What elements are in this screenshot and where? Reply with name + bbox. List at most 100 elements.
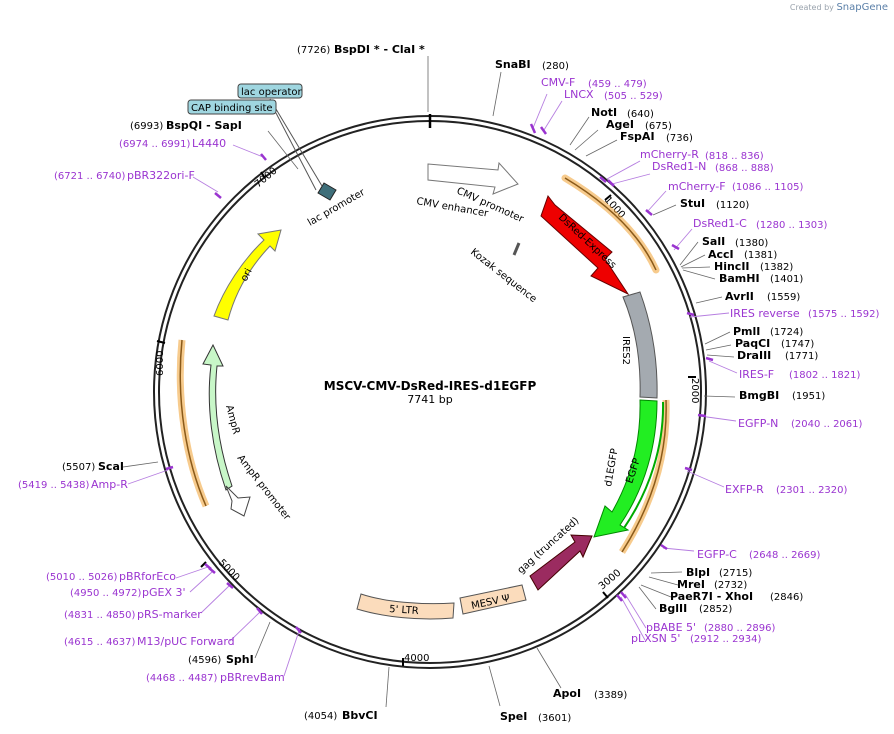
enzyme-name-mrei: MreI <box>677 578 705 591</box>
leader-lines <box>122 56 736 708</box>
enzyme-pos-apoi: (3389) <box>594 690 627 701</box>
enzyme-name-bspqi-sapi: BspQI - SapI <box>166 119 242 132</box>
d1egfp-label: d1EGFP <box>603 448 621 488</box>
primer-mark <box>684 466 693 472</box>
primer-leader <box>606 160 641 180</box>
dsred-orf-arrow <box>564 177 657 271</box>
enzyme-pos-avrii: (1559) <box>767 292 800 303</box>
primer-pos-ires-f: (1802 .. 1821) <box>789 370 861 381</box>
primer-marks <box>165 123 714 634</box>
primer-name-exfp-r: EXFP-R <box>725 483 764 496</box>
primer-leader <box>192 176 219 193</box>
enzyme-name-sphi: SphI <box>226 653 254 666</box>
enzyme-pos-bspqi-sapi: (6993) <box>130 121 163 132</box>
primer-mark <box>645 209 653 216</box>
credit-prefix: Created by <box>789 3 834 12</box>
enzyme-name-scai: ScaI <box>98 460 124 473</box>
primer-name-pgex-3: pGEX 3' <box>142 586 186 599</box>
primer-name-prs-marker: pRS-marker <box>137 608 202 621</box>
lac-operator-leader <box>269 98 323 187</box>
tick-label-4000: 4000 <box>404 653 429 664</box>
ampr-orf-arrow <box>179 339 207 507</box>
primer-name-egfp-c: EGFP-C <box>697 548 737 561</box>
leader-line <box>704 331 731 345</box>
primer-pos-pgex-3: (4950 .. 4972) <box>70 588 142 599</box>
enzyme-name-apoi: ApoI <box>553 687 581 700</box>
primer-leader <box>686 470 725 488</box>
tick-label-3000: 3000 <box>597 568 624 593</box>
primer-leader <box>662 547 695 552</box>
enzyme-name-bamhi: BamHI <box>719 272 760 285</box>
enzyme-name-paer7i-xhoi: PaeR7I - XhoI <box>670 590 753 603</box>
primer-leader <box>532 93 548 129</box>
primer-name-egfp-n: EGFP-N <box>738 417 778 430</box>
enzyme-pos-mrei: (2732) <box>714 580 747 591</box>
primer-mark <box>616 594 623 602</box>
primer-name-mcherry-r: mCherry-R <box>640 148 699 161</box>
tick-mark <box>200 561 207 568</box>
enzyme-pos-hincii: (1382) <box>760 262 793 273</box>
primer-name-m13-puc-forward: M13/pUC Forward <box>137 635 235 648</box>
enzyme-name-blpi: BlpI <box>686 566 710 579</box>
primer-mark <box>599 176 607 183</box>
enzyme-pos-acci: (1381) <box>744 250 777 261</box>
primer-mark <box>226 582 234 589</box>
primer-mark <box>660 543 668 551</box>
primer-pos-egfp-n: (2040 .. 2061) <box>791 419 863 430</box>
primer-mark <box>620 591 627 599</box>
primer-mark <box>295 626 302 634</box>
primer-name-ires-reverse: IRES reverse <box>730 307 800 320</box>
leader-line <box>706 354 735 358</box>
kozak-mark <box>512 242 521 256</box>
ampr-promoter-arrow <box>225 485 251 517</box>
egfp-arrow <box>593 399 658 538</box>
enzyme-pos-paer7i-xhoi: (2846) <box>770 592 803 603</box>
primer-name-dsred1-n: DsRed1-N <box>652 160 706 173</box>
primer-leader <box>543 100 563 131</box>
primer-name-pbrrevbam: pBRrevBam <box>220 671 285 684</box>
enzyme-pos-sali: (1380) <box>735 238 768 249</box>
primer-leader <box>646 190 667 213</box>
ampr-arrow <box>202 343 233 491</box>
primer-mark <box>204 563 212 570</box>
ires-label: IRES2 <box>620 336 631 365</box>
leader-line <box>569 116 590 146</box>
enzyme-pos-snabi: (280) <box>542 61 569 72</box>
leader-line <box>695 296 723 304</box>
enzyme-name-paqci: PaqCI <box>735 337 770 350</box>
feature-egfp: EGFP d1EGFP <box>593 399 670 554</box>
primer-leader <box>689 312 730 318</box>
leader-line <box>705 344 732 351</box>
primer-leader <box>708 360 738 374</box>
primer-pos-lncx: (505 .. 529) <box>604 91 663 102</box>
primer-mark <box>529 123 537 134</box>
enzyme-pos-bmgbi: (1951) <box>792 391 825 402</box>
feature-ori: ori <box>213 229 282 321</box>
tick-mark <box>602 591 609 599</box>
leader-line <box>681 266 711 269</box>
primer-leader <box>200 584 231 614</box>
primer-name-lncx: LNCX <box>564 88 594 101</box>
enzyme-name-sali: SalI <box>702 235 725 248</box>
ltr-box <box>356 593 455 620</box>
plasmid-name: MSCV-CMV-DsRed-IRES-d1EGFP <box>324 379 537 393</box>
primer-mark <box>165 465 174 471</box>
primer-name-mcherry-f: mCherry-F <box>668 180 726 193</box>
enzyme-pos-scai: (5507) <box>62 462 95 473</box>
enzyme-name-acci: AccI <box>708 248 734 261</box>
primer-name-pbabe-5: pBABE 5' <box>646 621 696 634</box>
leader-line <box>652 204 677 216</box>
primer-leader <box>699 415 737 422</box>
primer-leader <box>611 173 651 185</box>
d1egfp-track <box>623 401 665 529</box>
primer-name-dsred1-c: DsRed1-C <box>693 217 747 230</box>
lac-promoter-label: lac promoter <box>306 187 368 229</box>
leader-line <box>536 647 562 689</box>
cap-site-box <box>187 99 277 115</box>
enzyme-pos-bbvci: (4054) <box>304 711 337 722</box>
primer-pos-pbr322ori-f: (6721 .. 6740) <box>54 171 126 182</box>
leader-line <box>650 571 683 574</box>
snapgene-logo: SnapGene <box>836 2 888 13</box>
cap-site-leader <box>275 112 317 191</box>
